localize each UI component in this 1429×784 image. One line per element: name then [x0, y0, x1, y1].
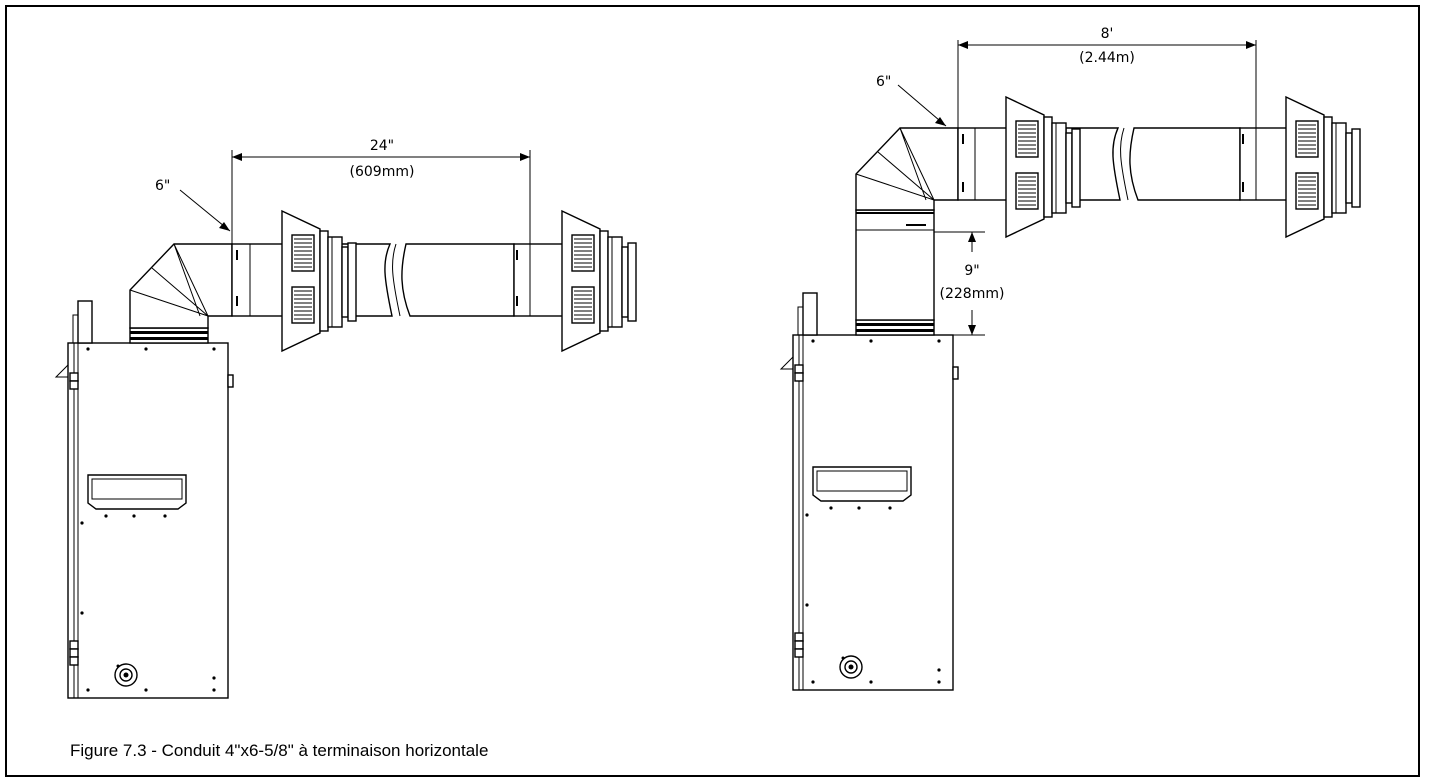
left-termination-cap: [561, 210, 637, 352]
left-assembly: 24" (609mm) 6": [55, 138, 637, 699]
right-wall-thimble: [1005, 96, 1081, 238]
left-span-metric: (609mm): [350, 164, 415, 180]
left-wall-thimble: [281, 210, 357, 352]
left-fireplace-unit: [55, 342, 234, 699]
figure-frame: [5, 5, 1420, 777]
left-span-imperial: 24": [370, 138, 394, 154]
left-unit-bracket: [72, 300, 93, 344]
right-span-metric: (2.44m): [1079, 50, 1135, 66]
right-riser-imperial: 9": [964, 263, 979, 279]
right-elbow-label: 6": [876, 74, 891, 90]
left-elbow-label: 6": [155, 178, 170, 194]
right-elbow: [855, 127, 959, 211]
right-fireplace-unit: [780, 334, 959, 691]
left-flue-collar: [129, 327, 209, 344]
right-riser-pipe: [855, 209, 935, 321]
figure-caption: Figure 7.3 - Conduit 4"x6-5/8" à termina…: [70, 741, 489, 760]
right-termination-cap: [1285, 96, 1361, 238]
right-flue-collar: [855, 319, 935, 336]
left-elbow: [129, 243, 233, 329]
right-assembly: 8' (2.44m) 9" (228mm) 6": [780, 26, 1361, 691]
right-span-imperial: 8': [1101, 26, 1114, 42]
right-riser-metric: (228mm): [940, 286, 1005, 302]
right-unit-bracket: [797, 292, 818, 336]
left-pipe-section: [231, 243, 287, 317]
